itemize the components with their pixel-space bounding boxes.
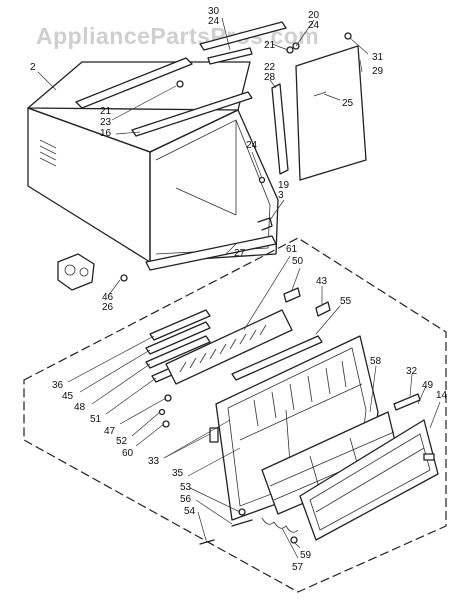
- part-60: [162, 420, 170, 428]
- callout-45: 45: [62, 391, 74, 402]
- callout-33: 33: [148, 456, 160, 467]
- knob-screw: [120, 274, 128, 282]
- callout-3: 3: [278, 190, 284, 201]
- part-47: [164, 394, 172, 402]
- callout-21-upper: 21: [264, 40, 276, 51]
- door-latch: [423, 453, 435, 461]
- callout-16: 16: [100, 128, 112, 139]
- callout-60: 60: [122, 448, 134, 459]
- door-inner: [309, 433, 431, 531]
- callout-35: 35: [172, 468, 184, 479]
- callout-23: 23: [100, 117, 112, 128]
- callout-28: 28: [264, 72, 276, 83]
- callout-55: 55: [340, 296, 352, 307]
- control-panel-hatching: [179, 324, 267, 373]
- callout-24-side: 24: [246, 140, 258, 151]
- callout-24-top-right: 24: [308, 20, 320, 31]
- callout-50: 50: [292, 256, 304, 267]
- part-52: [158, 408, 166, 416]
- callout-24-top-left: 24: [208, 16, 220, 27]
- control-bar-36: [149, 309, 211, 341]
- control-panel-61: [165, 309, 293, 385]
- part-32: [393, 393, 421, 411]
- callout-52: 52: [116, 436, 128, 447]
- screw-54: [199, 539, 215, 545]
- callout-20: 20: [308, 10, 320, 21]
- callout-22: 22: [264, 62, 276, 73]
- part-50: [283, 287, 301, 303]
- cabinet-front-opening: [149, 109, 279, 263]
- screw-31: [344, 32, 352, 40]
- callout-25: 25: [342, 98, 354, 109]
- door-panel: [299, 419, 439, 541]
- cabinet-front-edge: [27, 107, 151, 153]
- bottom-rail: [145, 235, 277, 271]
- callout-31: 31: [372, 52, 384, 63]
- front-assembly-boundary: [23, 237, 447, 593]
- callout-43: 43: [316, 276, 328, 287]
- screw-21-upper: [286, 46, 294, 54]
- cabinet-inner-floor-line: [175, 187, 237, 216]
- callout-58: 58: [370, 356, 382, 367]
- callout-36: 36: [52, 380, 64, 391]
- callout-47: 47: [104, 426, 116, 437]
- side-channel: [271, 83, 289, 175]
- callout-labels: 2 3 14 16 19 20 21 21 22 23 24 24 24 25 …: [30, 6, 448, 573]
- side-panel: [295, 45, 367, 181]
- callout-51: 51: [90, 414, 102, 425]
- leader-lines: [37, 17, 441, 559]
- callout-26: 26: [102, 302, 114, 313]
- access-door-14: [299, 419, 439, 541]
- chain-57: [261, 517, 299, 533]
- callout-56: 56: [180, 494, 192, 505]
- part-55-strip: [231, 335, 323, 381]
- grille-crossbar: [239, 383, 363, 441]
- callout-14: 14: [436, 390, 448, 401]
- callout-19: 19: [278, 180, 290, 191]
- callout-59: 59: [300, 550, 312, 561]
- callout-32: 32: [406, 366, 418, 377]
- part-59: [290, 536, 298, 544]
- part-33: [209, 427, 219, 443]
- top-rail-rear: [131, 91, 253, 137]
- part-43: [315, 301, 331, 317]
- cabinet-vent-slots: [39, 139, 57, 167]
- cabinet-left-side: [27, 107, 151, 263]
- top-rail-front: [75, 57, 193, 109]
- callout-61: 61: [286, 244, 298, 255]
- grille-louvers: [253, 360, 347, 427]
- control-parts-group: [145, 287, 331, 428]
- control-bar-45: [145, 321, 211, 355]
- callout-46: 46: [102, 292, 114, 303]
- callout-30: 30: [208, 6, 220, 17]
- callout-49: 49: [422, 380, 434, 391]
- control-bar-48: [145, 335, 211, 369]
- cabinet-top: [27, 61, 251, 111]
- cabinet-assembly: [27, 21, 294, 271]
- control-box-46: [57, 253, 128, 291]
- panel-screw-25: [313, 91, 327, 97]
- part-53: [238, 508, 246, 516]
- bracket-19: [257, 217, 273, 231]
- part-56: [231, 519, 253, 527]
- screw-24-side: [258, 176, 266, 184]
- callout-27: 27: [234, 248, 246, 259]
- screw-21-lower: [176, 80, 184, 88]
- callout-21-lower: 21: [100, 106, 112, 117]
- callout-54: 54: [184, 506, 196, 517]
- callout-29: 29: [372, 66, 384, 77]
- upper-trim-strip: [199, 21, 287, 51]
- callout-2: 2: [30, 62, 36, 73]
- side-panel-assembly: [292, 32, 367, 181]
- upper-trim-piece: [207, 47, 253, 65]
- mounting-hardware: [199, 508, 299, 545]
- callout-57: 57: [292, 562, 304, 573]
- callout-53: 53: [180, 482, 192, 493]
- callout-48: 48: [74, 402, 86, 413]
